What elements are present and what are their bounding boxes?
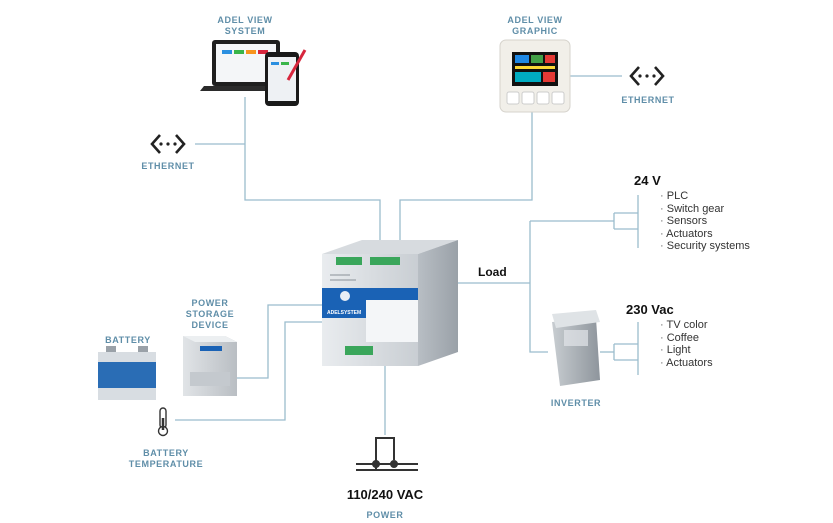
ac-power-symbol-icon (356, 437, 418, 471)
ethernet-left-caption: ETHERNET (141, 161, 195, 171)
caption-line: ADEL VIEW (217, 15, 273, 25)
caption-line: DEVICE (191, 320, 229, 330)
laptop-tablet-icon (200, 40, 307, 106)
caption-line: ADEL VIEW (507, 15, 563, 25)
caption-line: POWER (191, 298, 229, 308)
adel-view-graphic-caption: ADEL VIEW GRAPHIC (495, 15, 575, 37)
line-system-to-device (244, 97, 381, 244)
power-storage-device-icon (183, 336, 237, 396)
power-storage-caption: POWER STORAGE DEVICE (170, 298, 250, 331)
inverter-device-icon (552, 310, 600, 386)
list-item: TV color (660, 319, 713, 332)
ac-load-list: TV color Coffee Light Actuators (660, 319, 713, 370)
list-item: Sensors (660, 215, 750, 228)
caption-line: BATTERY (143, 448, 189, 458)
list-item: Actuators (660, 228, 750, 241)
device-brand-label: ADELSYSTEM (327, 310, 362, 316)
dc-voltage-label: 24 V (634, 173, 661, 188)
list-item: Actuators (660, 357, 712, 370)
list-item: PLC (660, 190, 750, 203)
line-storage-to-device (237, 304, 322, 379)
power-voltage-label: 110/240 VAC (346, 487, 424, 502)
line-graphic-to-device (399, 112, 533, 244)
battery-icon (98, 346, 156, 400)
adel-view-graphic-panel-icon (499, 39, 571, 113)
caption-line: SYSTEM (224, 26, 266, 36)
dc-load-list: PLC Switch gear Sensors Actuators Securi… (660, 190, 750, 253)
list-item: Security systems (660, 240, 750, 253)
inverter-caption: INVERTER (550, 398, 602, 408)
list-item: Light (660, 344, 713, 357)
line-load-bus (529, 221, 548, 353)
list-item: Switch gear (660, 203, 750, 216)
ethernet-left-icon (150, 134, 186, 154)
main-ups-device (322, 240, 458, 366)
list-item: Coffee (660, 332, 713, 345)
battery-caption: BATTERY (105, 335, 151, 345)
ac-voltage-label: 230 Vac (626, 302, 674, 317)
caption-line: STORAGE (185, 309, 235, 319)
battery-temperature-caption: BATTERY TEMPERATURE (120, 448, 212, 470)
load-label: Load (478, 265, 507, 279)
adel-view-system-caption: ADEL VIEW SYSTEM (205, 15, 285, 37)
power-caption: POWER (366, 510, 404, 520)
connection-lines (175, 75, 639, 435)
caption-line: TEMPERATURE (128, 459, 204, 469)
line-temperature-to-device (175, 321, 322, 421)
caption-line: GRAPHIC (512, 26, 558, 36)
thermometer-icon (157, 407, 169, 437)
ethernet-right-icon (629, 66, 665, 86)
ethernet-right-caption: ETHERNET (621, 95, 675, 105)
